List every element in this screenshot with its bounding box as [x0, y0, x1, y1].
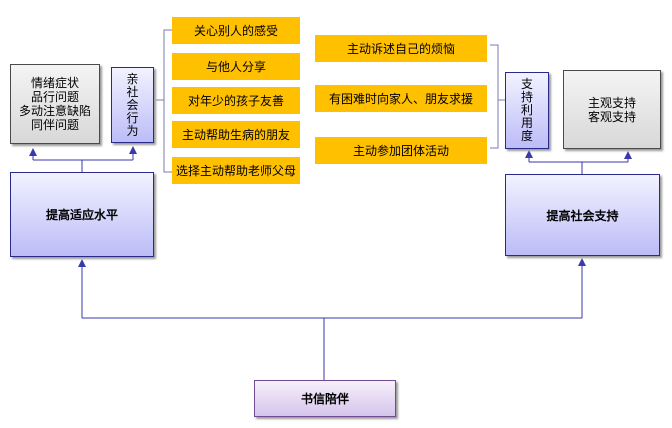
support-bracket [490, 44, 505, 149]
support-types-box: 主观支持 客观支持 [563, 70, 661, 149]
problem-areas-box: 情绪症状 品行问题 多动注意缺陷 同伴问题 [10, 64, 100, 144]
prosocial-item: 关心别人的感受 [172, 17, 300, 44]
support-item: 有困难时向家人、朋友求援 [315, 85, 487, 112]
prosocial-item: 选择主动帮助老师父母 [172, 157, 300, 184]
social-support-goal-box: 提高社会支持 [505, 174, 660, 256]
support-utilization-box: 支持利用度 [505, 72, 549, 149]
adaptation-goal-label: 提高适应水平 [45, 208, 118, 222]
prosocial-item: 对年少的孩子友善 [172, 87, 300, 114]
adaptation-goal-box: 提高适应水平 [10, 172, 154, 257]
letter-companionship-box: 书信陪伴 [254, 380, 396, 417]
prosocial-bracket [156, 29, 172, 173]
support-utilization-label: 支持利用度 [520, 77, 533, 143]
support-item: 主动参加团体活动 [315, 137, 487, 164]
letter-companionship-label: 书信陪伴 [300, 392, 349, 406]
prosocial-item: 主动帮助生病的朋友 [172, 121, 300, 148]
social-support-goal-label: 提高社会支持 [546, 208, 619, 223]
support-item: 主动诉述自己的烦恼 [315, 35, 487, 62]
prosocial-behavior-box: 亲社会行为 [111, 67, 154, 143]
prosocial-item: 与他人分享 [172, 53, 300, 80]
prosocial-behavior-label: 亲社会行为 [126, 71, 139, 138]
